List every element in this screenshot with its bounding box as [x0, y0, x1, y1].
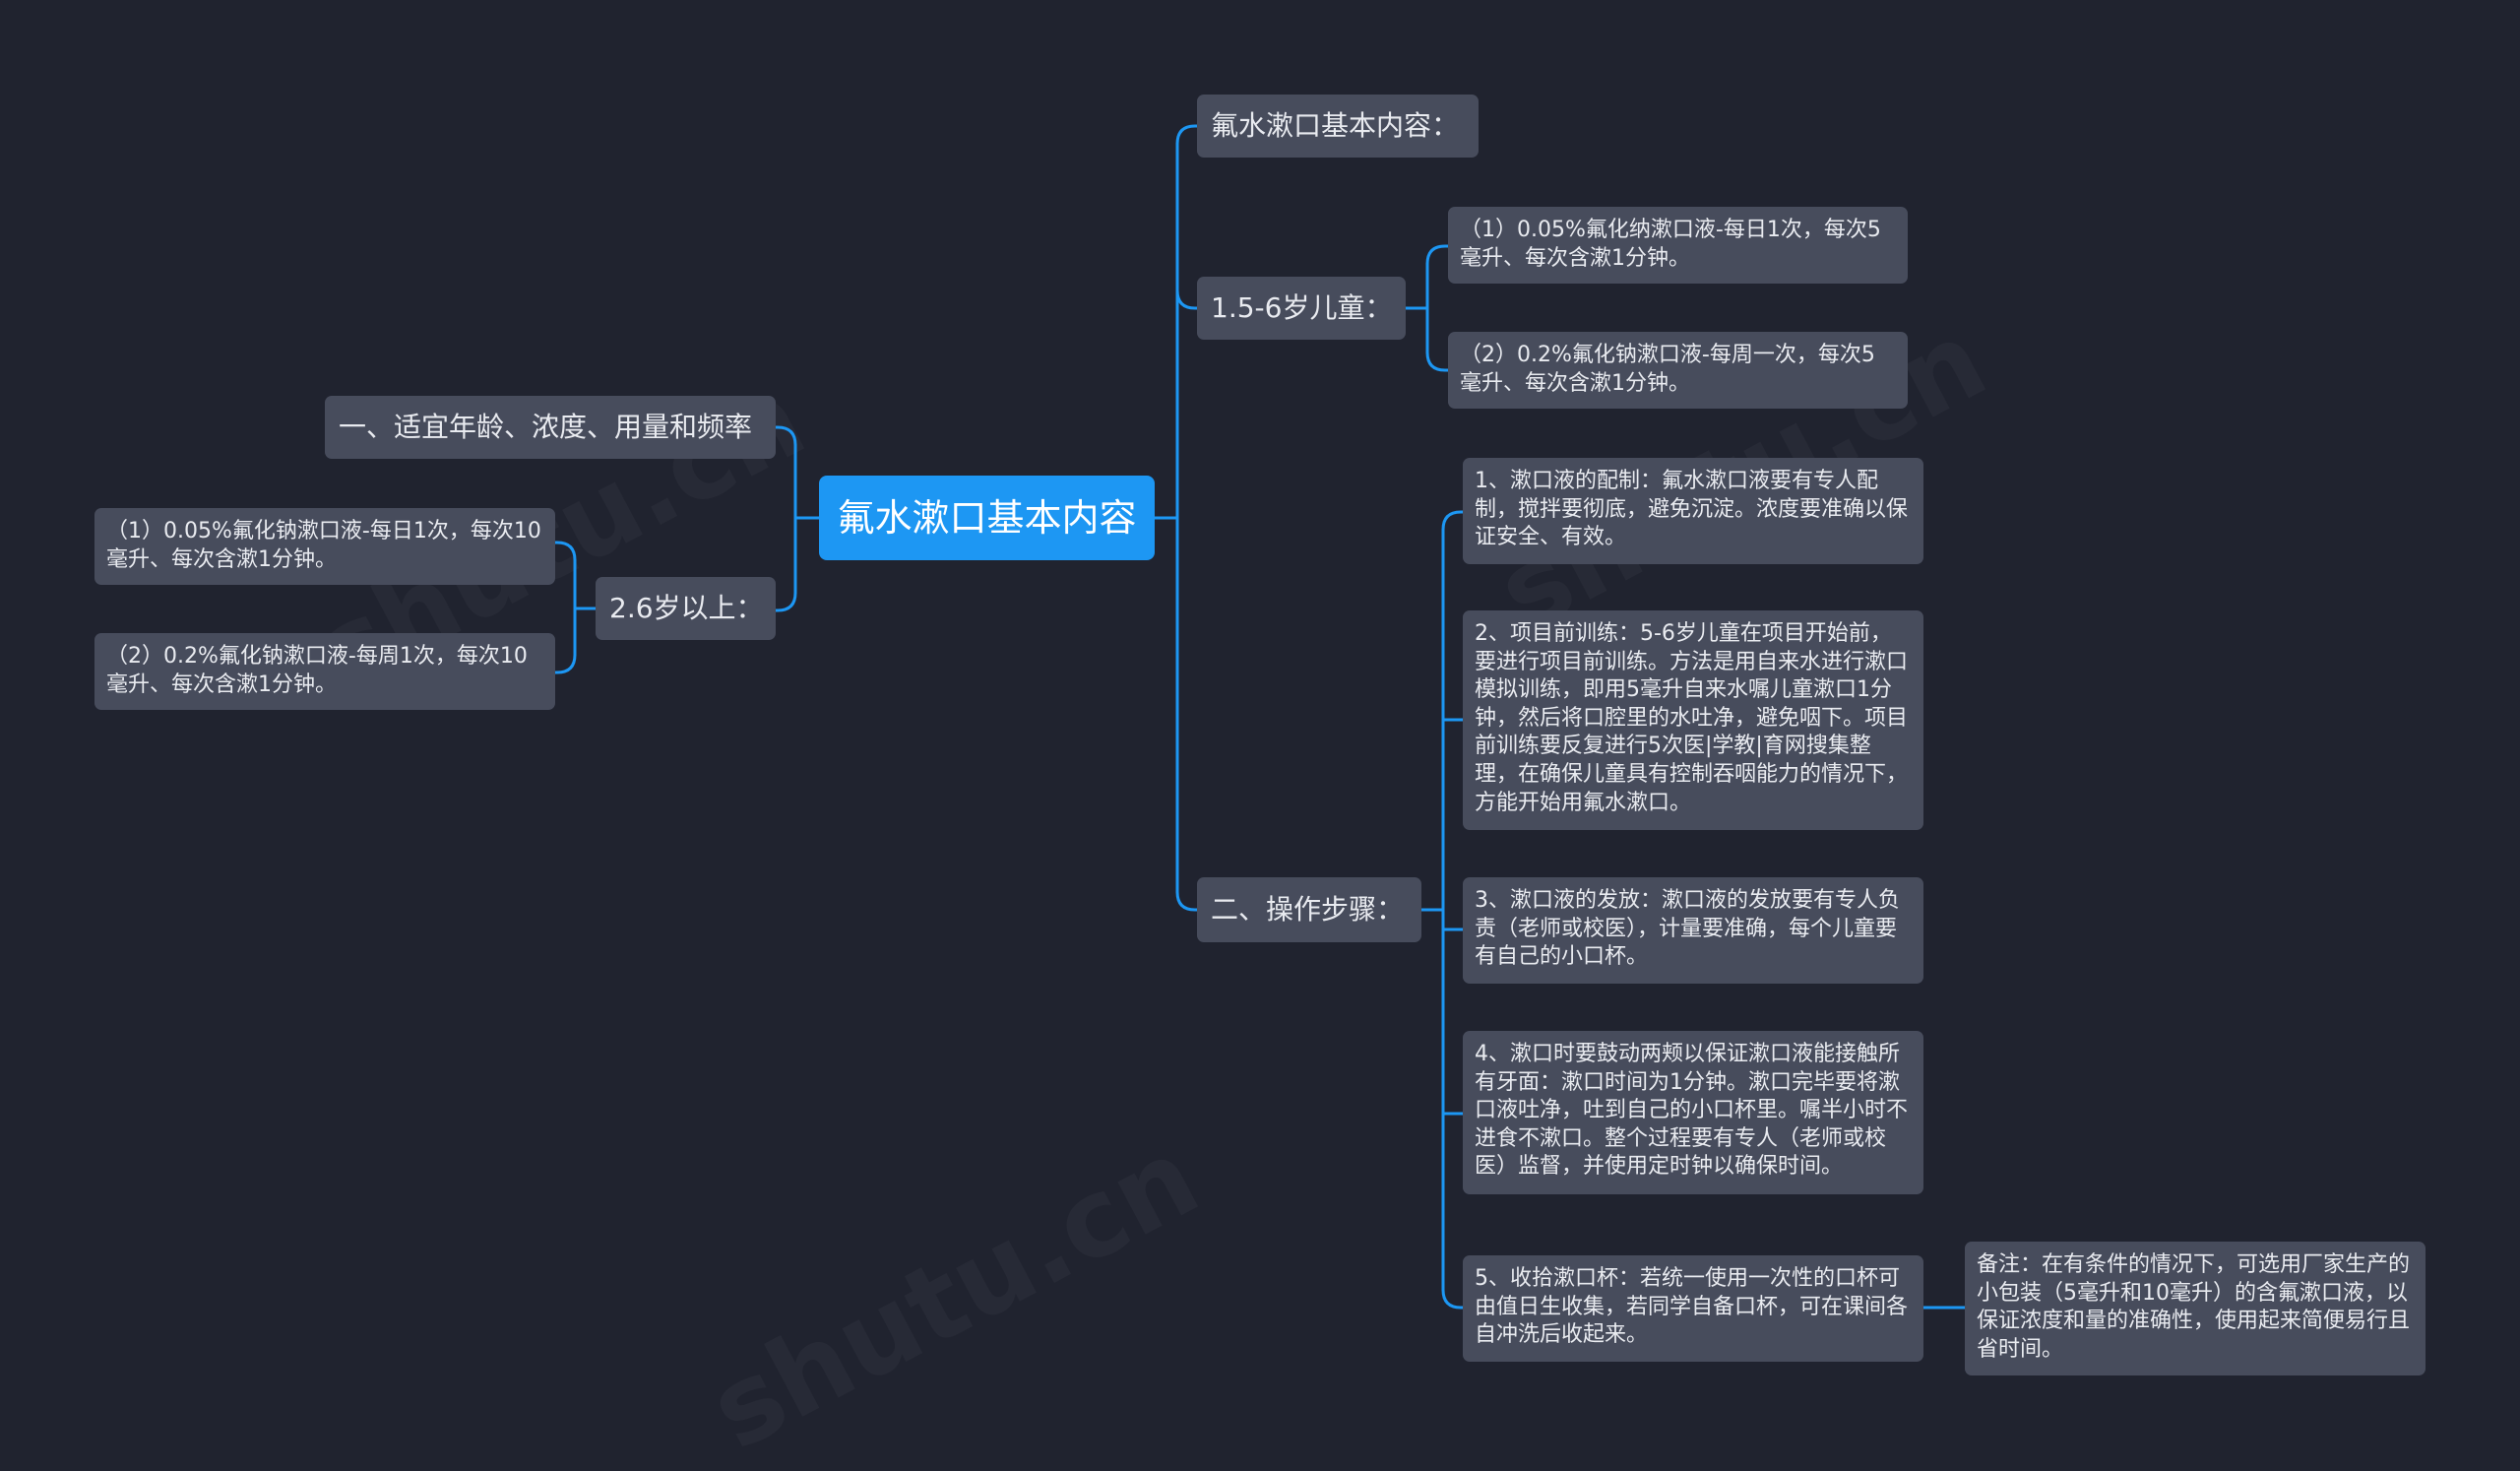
root-label: 氟水漱口基本内容	[837, 495, 1137, 540]
link-l2-child2	[553, 653, 577, 674]
right-age-item-2[interactable]: （2）0.2%氟化钠漱口液-每周一次，每次5毫升、每次含漱1分钟。	[1448, 332, 1908, 409]
link-r2-child2	[1425, 351, 1450, 372]
step-item-1[interactable]: 1、漱口液的配制：氟水漱口液要有专人配制，搅拌要彻底，避免沉淀。浓度要准确以保证…	[1463, 458, 1923, 564]
step-item-5[interactable]: 5、收拾漱口杯：若统一使用一次性的口杯可由值日生收集，若同学自备口杯，可在课间各…	[1463, 1255, 1923, 1362]
right-branch-steps-label: 二、操作步骤：	[1211, 892, 1405, 926]
step-note[interactable]: 备注：在有条件的情况下，可选用厂家生产的小包装（5毫升和10毫升）的含氟漱口液，…	[1965, 1242, 2426, 1375]
root-node[interactable]: 氟水漱口基本内容	[819, 476, 1155, 560]
step-item-1-text: 1、漱口液的配制：氟水漱口液要有专人配制，搅拌要彻底，避免沉淀。浓度要准确以保证…	[1475, 469, 1909, 550]
right-branch-basic-content-label: 氟水漱口基本内容：	[1211, 108, 1460, 142]
left-branch-over-6[interactable]: 2.6岁以上：	[596, 577, 776, 640]
step-item-5-text: 5、收拾漱口杯：若统一使用一次性的口杯可由值日生收集，若同学自备口杯，可在课间各…	[1475, 1266, 1909, 1348]
link-right-branch2	[1175, 288, 1199, 310]
left-branch-over-6-label: 2.6岁以上：	[609, 591, 764, 624]
step-item-3[interactable]: 3、漱口液的发放：漱口液的发放要有专人负责（老师或校医），计量要准确，每个儿童要…	[1463, 877, 1923, 984]
right-age-item-1[interactable]: （1）0.05%氟化纳漱口液-每日1次，每次5毫升、每次含漱1分钟。	[1448, 207, 1908, 284]
link-right-branch1	[1175, 124, 1199, 146]
right-branch-basic-content[interactable]: 氟水漱口基本内容：	[1197, 95, 1479, 158]
right-branch-steps[interactable]: 二、操作步骤：	[1197, 877, 1421, 942]
step-item-2-text: 2、项目前训练：5-6岁儿童在项目开始前，要进行项目前训练。方法是用自来水进行漱…	[1475, 621, 1909, 815]
left-over-6-item-1-text: （1）0.05%氟化钠漱口液-每日1次，每次10毫升、每次含漱1分钟。	[106, 519, 541, 572]
step-item-3-text: 3、漱口液的发放：漱口液的发放要有专人负责（老师或校医），计量要准确，每个儿童要…	[1475, 888, 1900, 970]
link-l2-child1	[553, 541, 577, 562]
left-branch-age-concentration[interactable]: 一、适宜年龄、浓度、用量和频率	[325, 396, 776, 459]
link-left-branch2	[774, 591, 797, 612]
link-r2-child1	[1425, 244, 1450, 266]
link-r3-child1	[1441, 510, 1465, 532]
left-over-6-item-1[interactable]: （1）0.05%氟化钠漱口液-每日1次，每次10毫升、每次含漱1分钟。	[94, 508, 555, 585]
right-branch-age-1-5-6[interactable]: 1.5-6岁儿童：	[1197, 277, 1406, 340]
link-r3-child5	[1441, 1288, 1465, 1310]
left-branch-age-concentration-label: 一、适宜年龄、浓度、用量和频率	[339, 410, 753, 443]
right-branch-age-1-5-6-label: 1.5-6岁儿童：	[1211, 290, 1393, 324]
link-right-branch3	[1175, 890, 1199, 912]
step-item-4[interactable]: 4、漱口时要鼓动两颊以保证漱口液能接触所有牙面：漱口时间为1分钟。漱口完毕要将漱…	[1463, 1031, 1923, 1194]
step-item-4-text: 4、漱口时要鼓动两颊以保证漱口液能接触所有牙面：漱口时间为1分钟。漱口完毕要将漱…	[1475, 1042, 1909, 1180]
right-age-item-2-text: （2）0.2%氟化钠漱口液-每周一次，每次5毫升、每次含漱1分钟。	[1460, 343, 1875, 396]
left-over-6-item-2-text: （2）0.2%氟化钠漱口液-每周1次，每次10毫升、每次含漱1分钟。	[106, 644, 528, 697]
step-item-2[interactable]: 2、项目前训练：5-6岁儿童在项目开始前，要进行项目前训练。方法是用自来水进行漱…	[1463, 610, 1923, 830]
right-age-item-1-text: （1）0.05%氟化纳漱口液-每日1次，每次5毫升、每次含漱1分钟。	[1460, 218, 1881, 271]
left-over-6-item-2[interactable]: （2）0.2%氟化钠漱口液-每周1次，每次10毫升、每次含漱1分钟。	[94, 633, 555, 710]
step-note-text: 备注：在有条件的情况下，可选用厂家生产的小包装（5毫升和10毫升）的含氟漱口液，…	[1977, 1252, 2411, 1362]
link-left-branch1	[774, 425, 797, 447]
